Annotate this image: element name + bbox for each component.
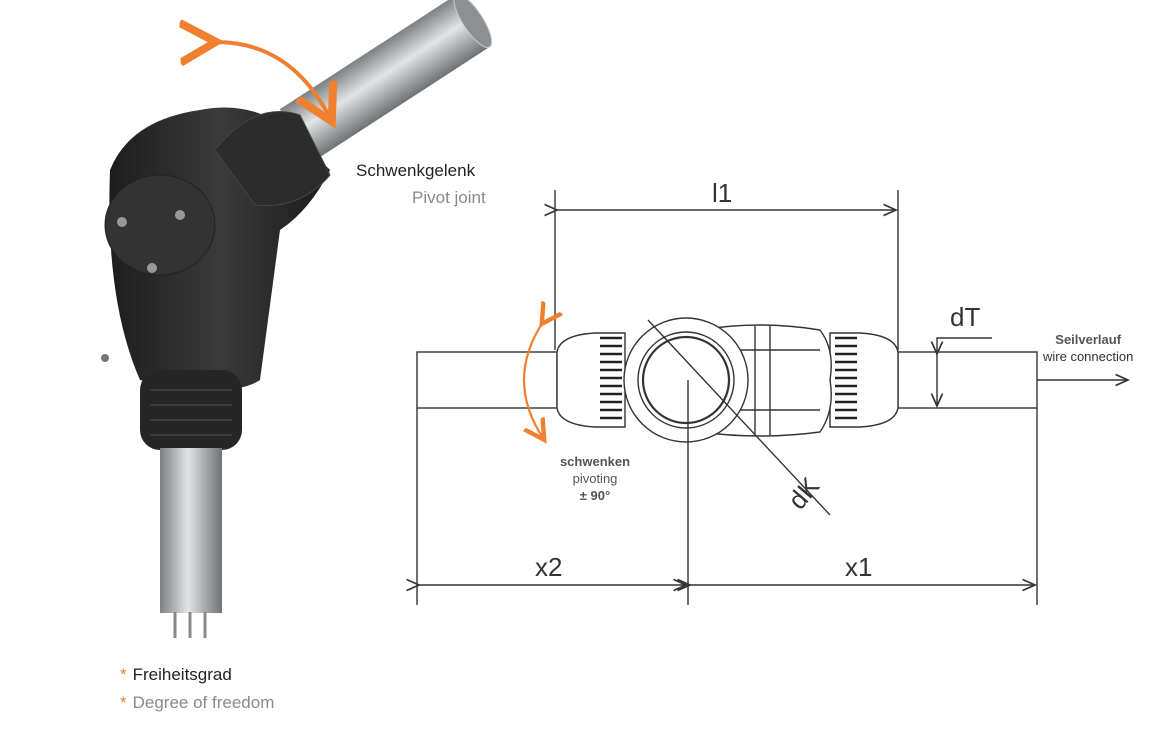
- legend-item-en: * Degree of freedom: [120, 693, 274, 713]
- dim-dT: dT: [950, 302, 981, 332]
- pivot-ring-inner: [641, 335, 731, 425]
- dK-leader-line: [647, 319, 831, 516]
- product-photo: [101, 0, 493, 638]
- lower-tube: [160, 448, 222, 613]
- legend-item-de: * Freiheitsgrad: [120, 665, 232, 685]
- technical-drawing: [417, 190, 1128, 605]
- right-tube: [897, 351, 1038, 409]
- legend-text-en: Degree of freedom: [132, 693, 275, 712]
- legend-marker: *: [120, 693, 127, 712]
- legend-marker: *: [120, 665, 127, 684]
- wire-label: Seilverlauf wire connection: [1043, 331, 1133, 365]
- upper-tube: [279, 0, 493, 162]
- dim-x1: x1: [845, 552, 873, 582]
- legend-text-de: Freiheitsgrad: [132, 665, 232, 684]
- pivot-arrow-icon: [522, 322, 543, 438]
- right-knurl: [829, 332, 899, 428]
- pivot-label-de: schwenken: [559, 454, 631, 469]
- dim-l1: l1: [712, 178, 733, 208]
- joint-label-de: Schwenkgelenk: [356, 161, 476, 180]
- joint-label-en: Pivot joint: [412, 188, 486, 207]
- pivot-disc: [104, 174, 216, 276]
- dim-x2: x2: [535, 552, 563, 582]
- wire-label-en: wire connection: [1043, 349, 1134, 364]
- wire-label-de: Seilverlauf: [1055, 332, 1122, 347]
- pivot-label-en: pivoting: [572, 471, 618, 486]
- rotation-arrow-icon: [212, 42, 330, 118]
- left-tube: [416, 351, 558, 409]
- pivot-label: schwenken pivoting ± 90°: [540, 453, 650, 504]
- pivot-range: ± 90°: [579, 488, 611, 503]
- lower-collar: [140, 370, 242, 450]
